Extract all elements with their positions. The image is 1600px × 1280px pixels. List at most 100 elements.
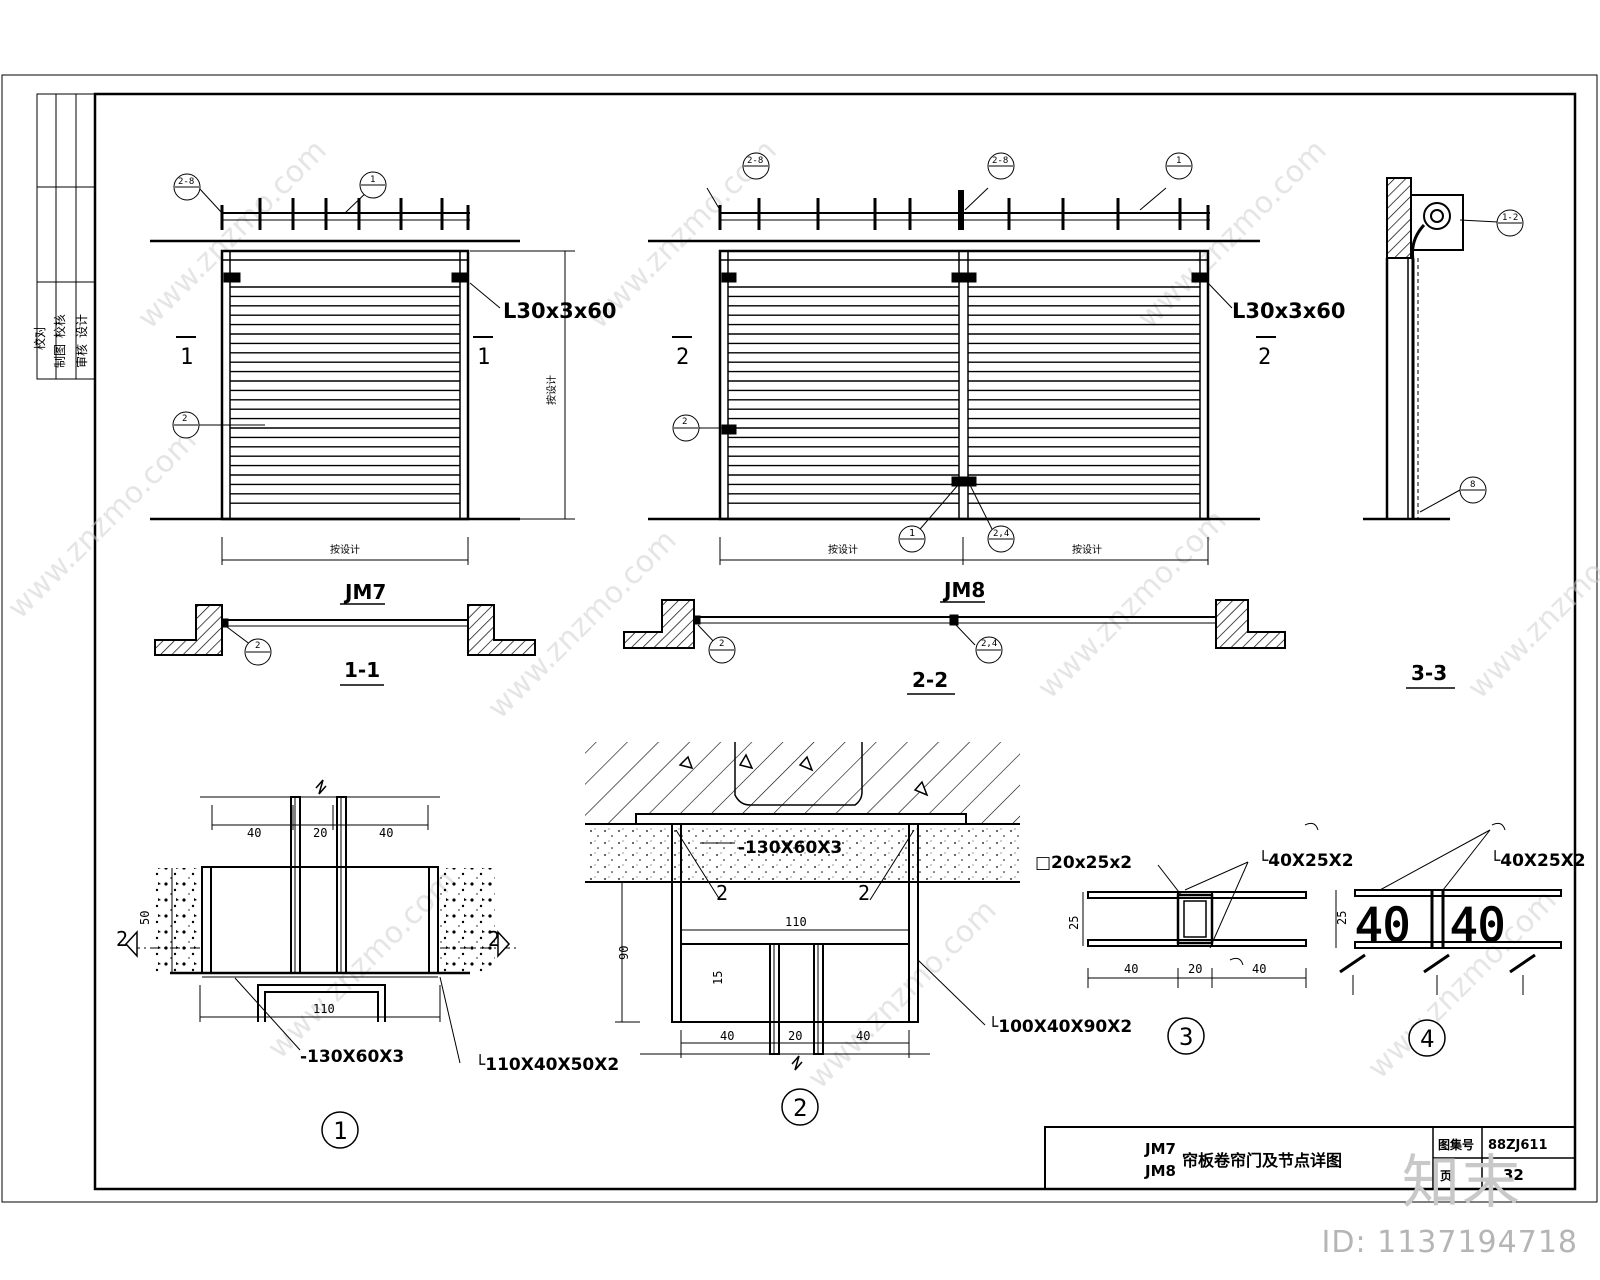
section-label-3-3: 3-3: [1411, 661, 1447, 685]
ref-marker: 2: [719, 639, 724, 649]
section-1-1: [154, 604, 536, 656]
big-dimension-40: 40: [1450, 898, 1505, 952]
dim-40: 40: [1252, 962, 1266, 976]
elevation-jm8-labels: 2-8 2-8 1 L30x3x60 2 2 2 按设计 按设计 1 2,4 J…: [672, 152, 1346, 603]
title-block: [1044, 1126, 1576, 1190]
detail-1: [124, 779, 520, 1064]
detail-1-labels: 40 20 40 50 110 -130X60X3 └110X40X50X2 2…: [116, 826, 619, 1149]
page-number: 32: [1503, 1166, 1524, 1184]
resource-id: ID: 1137194718: [1321, 1225, 1578, 1260]
atlas-number: 88ZJ611: [1488, 1138, 1548, 1153]
dim-40: 40: [720, 1029, 734, 1043]
watermark: www.znzmo.com: [1031, 503, 1234, 706]
plate-label: -130X60X3: [300, 1047, 404, 1067]
section-1-1-labels: 2 1-1: [244, 638, 384, 686]
ref-marker: 2: [682, 417, 687, 427]
detail-4: [1335, 822, 1562, 995]
ref-marker: 8: [1470, 480, 1475, 490]
dimension-width-left: 按设计: [828, 543, 858, 556]
plate-label: -130X60X3: [738, 838, 842, 858]
watermark: www.znzmo.com: [1461, 503, 1600, 706]
angle-label: └40X25X2: [1258, 850, 1354, 871]
side-label: 校对: [32, 326, 47, 350]
elevation-jm8: [648, 187, 1276, 565]
door-name-jm8: JM8: [942, 578, 985, 602]
detail-2: [585, 742, 1020, 1071]
dim-25: 25: [1067, 916, 1081, 930]
dim-15: 15: [711, 971, 725, 985]
detail-4-labels: └40X25X2 25 40 40 4: [1335, 850, 1586, 1057]
dim-110: 110: [313, 1002, 335, 1016]
footer-strip: [0, 1215, 1600, 1280]
ref-marker: 1: [370, 175, 375, 185]
dimension-width: 按设计: [330, 543, 360, 556]
tube-label: □20x25x2: [1035, 853, 1132, 873]
elevation-jm7-labels: 2-8 1 L30x3x60 1 1 2 按设计 按设计 JM7: [172, 171, 617, 605]
watermark: www.znzmo.com: [1, 423, 204, 626]
dim-40: 40: [1124, 962, 1138, 976]
angle-label: └40X25X2: [1490, 850, 1586, 871]
dim-40: 40: [856, 1029, 870, 1043]
section-2-2-labels: 2 2,4 2-2: [708, 636, 1003, 695]
section-mark-right: 2: [1258, 345, 1271, 370]
detail-3: [1082, 822, 1319, 988]
ref-marker: 2: [255, 641, 260, 651]
elevation-jm7: [150, 187, 575, 565]
section-mark-left: 2: [676, 345, 689, 370]
brand-logo: 知末: [1401, 1148, 1522, 1216]
dim-25: 25: [1335, 911, 1349, 925]
arrow-label: 2: [858, 881, 870, 905]
sheet-inner-border: [93, 92, 1577, 1191]
title-jm7: JM7: [1144, 1140, 1176, 1158]
detail-3-labels: □20x25x2 └40X25X2 25 40 20 40 3: [1035, 850, 1354, 1055]
section-3-3: [1363, 177, 1499, 521]
ref-marker: 1-2: [1502, 213, 1518, 223]
detail-number: 3: [1179, 1023, 1193, 1051]
angle-label: L30x3x60: [503, 299, 617, 323]
title-block-labels: JM7 JM8 帘板卷帘门及节点详图 图集号 88ZJ611 页 32: [1144, 1137, 1548, 1184]
side-label: 制图: [53, 344, 67, 368]
drawing-title: 帘板卷帘门及节点详图: [1182, 1151, 1342, 1170]
side-signature-block: 校对 设计 审核 校核 制图: [32, 93, 96, 380]
channel-label: └100X40X90X2: [988, 1016, 1132, 1037]
dim-40: 40: [247, 826, 261, 840]
detail-number: 2: [793, 1094, 807, 1122]
big-dimension-40: 40: [1355, 898, 1410, 952]
title-jm8: JM8: [1144, 1162, 1176, 1180]
side-label: 审核: [74, 344, 89, 368]
angle-label: L30x3x60: [1232, 299, 1346, 323]
detail-number: 4: [1420, 1025, 1434, 1053]
arrow-label: 2: [716, 881, 728, 905]
section-mark-left: 1: [180, 345, 193, 370]
ref-marker: 2: [182, 414, 187, 424]
section-2-2: [623, 599, 1286, 649]
ref-marker: 1: [1176, 156, 1181, 166]
door-name-jm7: JM7: [343, 580, 386, 604]
detail-number: 1: [333, 1117, 347, 1145]
detail-2-labels: -130X60X3 2 2 110 90 15 40 20 40 └100X40…: [617, 838, 1132, 1126]
dim-90: 90: [617, 946, 631, 960]
section-label-1-1: 1-1: [344, 658, 380, 682]
side-label: 设计: [75, 314, 89, 338]
ref-marker: 2,4: [993, 529, 1009, 539]
ref-marker: 1: [909, 528, 915, 539]
section-mark-right: 1: [477, 345, 490, 370]
side-label: 校核: [52, 314, 67, 338]
dim-110: 110: [785, 915, 807, 929]
dim-50: 50: [138, 911, 152, 925]
ref-marker: 2-8: [992, 156, 1008, 166]
sheet-outer-border: [1, 74, 1598, 1203]
page-label: 页: [1440, 1169, 1452, 1183]
dimension-width-right: 按设计: [1072, 543, 1102, 556]
dim-20: 20: [313, 826, 327, 840]
arrow-label: 2: [488, 927, 500, 951]
dim-20: 20: [1188, 962, 1202, 976]
dim-20: 20: [788, 1029, 802, 1043]
atlas-label: 图集号: [1438, 1137, 1474, 1152]
watermark: www.znzmo.com: [801, 893, 1004, 1096]
dim-40: 40: [379, 826, 393, 840]
dimension-height: 按设计: [545, 375, 558, 405]
section-3-3-labels: 1-2 8 3-3: [1406, 209, 1524, 689]
channel-label: └110X40X50X2: [475, 1054, 619, 1075]
